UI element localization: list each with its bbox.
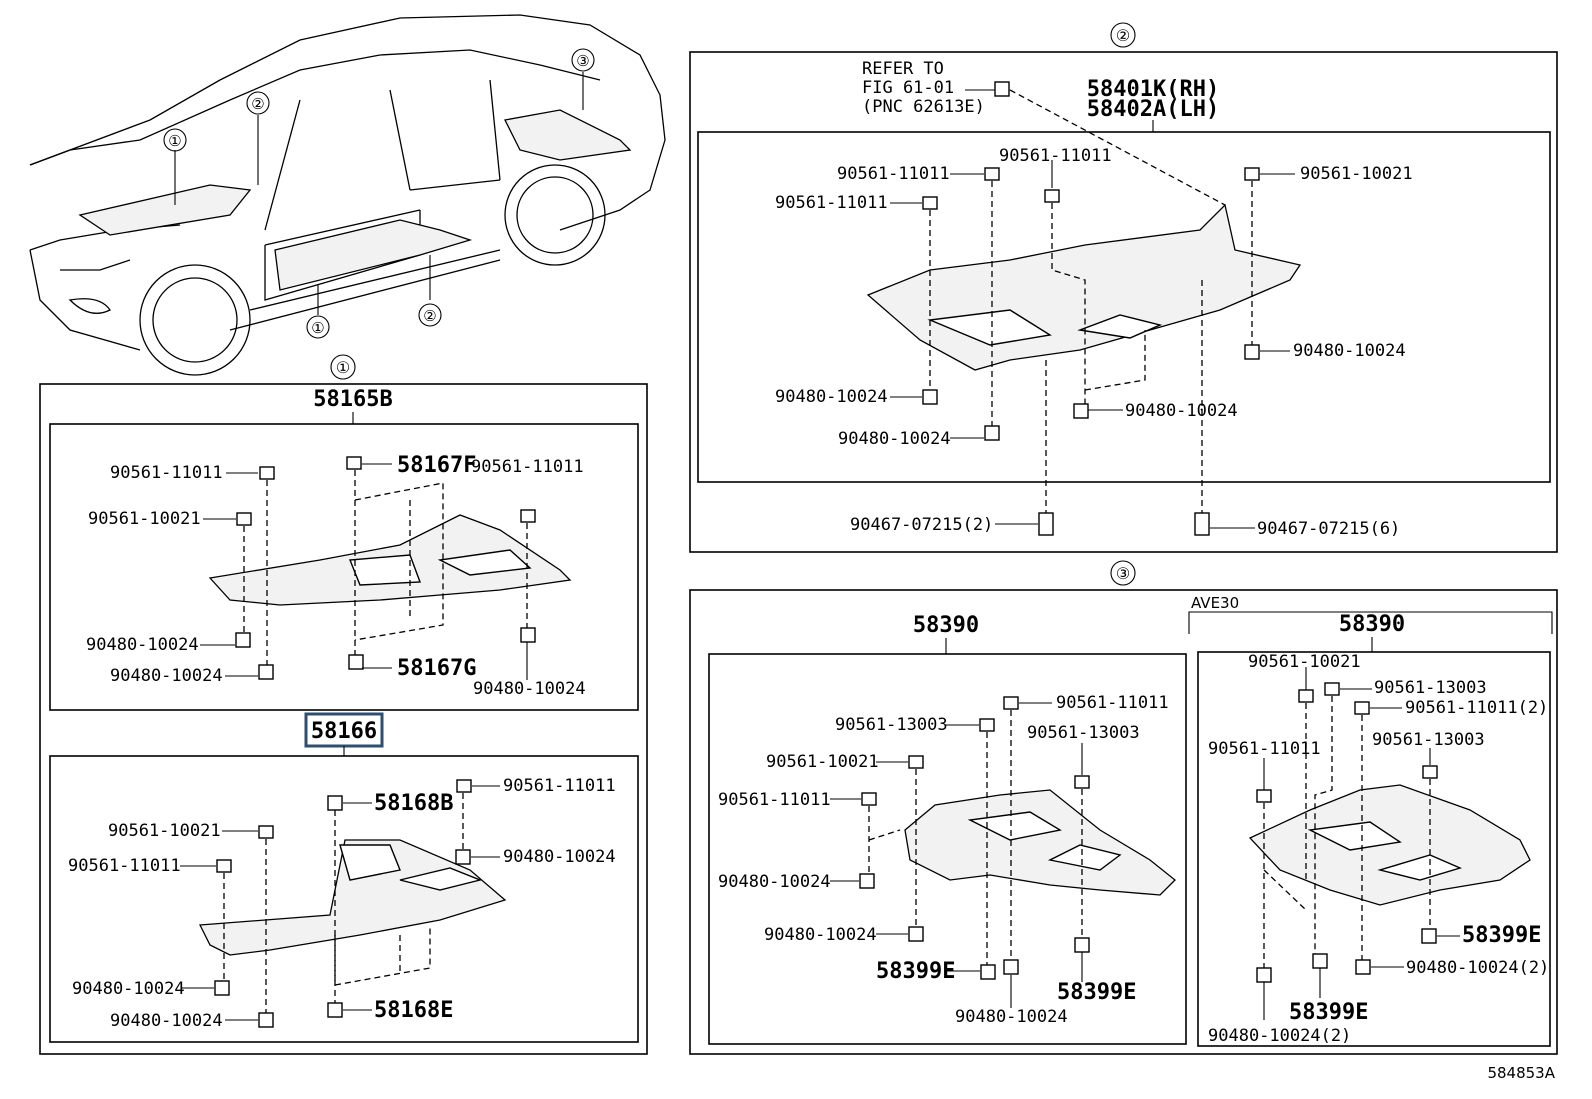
part-number: 90561-11011: [1208, 739, 1321, 759]
part-number: 90561-10021: [108, 821, 221, 841]
variant-label: AVE30: [1191, 594, 1239, 612]
part-number: 90480-10024: [503, 847, 616, 867]
part-number: 90480-10024: [72, 979, 185, 999]
part-number: 90467-07215(2): [850, 515, 993, 535]
section-2-title-rh: 58401K(RH): [1087, 77, 1219, 102]
part-number: 90561-13003: [835, 715, 948, 735]
section-3-right-title: 58390: [1339, 612, 1405, 637]
part-number: 90480-10024: [718, 872, 831, 892]
section-3-callout: ③: [1116, 564, 1130, 583]
part-number: 90480-10024: [110, 1011, 223, 1031]
part-number: 90561-13003: [1027, 723, 1140, 743]
part-number: 90561-11011: [68, 856, 181, 876]
fastener-cluster: [235, 456, 536, 680]
callout-label: ①: [168, 132, 181, 150]
part-number: 90561-10021: [88, 509, 201, 529]
part-number: 90561-11011: [1056, 693, 1169, 713]
part-number: 58168B: [374, 791, 453, 816]
reference-note: REFER TO: [862, 59, 944, 79]
part-number: 90561-13003: [1372, 730, 1485, 750]
fastener-cluster: [1256, 682, 1438, 983]
section-2: ② REFER TO FIG 61-01 (PNC 62613E) 58401K…: [689, 22, 1558, 553]
callout-label: ③: [576, 52, 589, 70]
section-3-right-frame: [1197, 651, 1551, 1047]
section-3-left-title: 58390: [913, 613, 979, 638]
car-overview: [29, 14, 666, 376]
part-number: 90561-10021: [1300, 164, 1413, 184]
part-number: 58167F: [397, 453, 476, 478]
fastener-cluster: [214, 779, 472, 1028]
section-2-frame: [689, 51, 1558, 553]
part-number: 90561-13003: [1374, 678, 1487, 698]
reference-note: FIG 61-01: [862, 78, 954, 98]
part-number: 58167G: [397, 656, 476, 681]
part-number: 90561-11011: [837, 164, 950, 184]
part-number: 90480-10024: [838, 429, 951, 449]
part-number: 58168E: [374, 998, 453, 1023]
part-number: 90480-10024: [775, 387, 888, 407]
part-number: 90561-11011: [999, 146, 1112, 166]
part-number: 58399E: [1462, 923, 1541, 948]
part-number: 58399E: [1289, 1000, 1368, 1025]
part-number: 90561-11011(2): [1405, 698, 1548, 718]
reference-note: (PNC 62613E): [862, 97, 985, 117]
callout-label: ②: [251, 95, 264, 113]
part-number: 90561-11011: [718, 790, 831, 810]
part-number: 90480-10024: [1293, 341, 1406, 361]
part-number: 90480-10024: [764, 925, 877, 945]
part-number: 90480-10024: [1125, 401, 1238, 421]
section-1-title: 58165B: [313, 387, 392, 412]
part-number: 90561-11011: [503, 776, 616, 796]
section-2-inner-frame: [697, 131, 1551, 483]
part-number: 90561-11011: [110, 463, 223, 483]
part-number: 90480-10024: [86, 635, 199, 655]
section-3-left-frame: [708, 653, 1187, 1045]
section-1a-frame: [49, 423, 639, 711]
part-number: 90467-07215(6): [1257, 519, 1400, 539]
callout-label: ②: [423, 307, 436, 325]
part-number: 90561-10021: [1248, 652, 1361, 672]
fastener-cluster: [859, 696, 1090, 980]
section-2-title-lh: 58402A(LH): [1087, 97, 1219, 122]
section-1: ① 58165B 90561-1101: [39, 354, 648, 1055]
section-1b-frame: [49, 755, 639, 1043]
section-1b-title: 58166: [311, 719, 377, 744]
part-number: 90480-10024(2): [1406, 958, 1549, 978]
section-2-callout: ②: [1116, 26, 1130, 45]
part-number: 58399E: [1057, 980, 1136, 1005]
section-3: ③ AVE30 58390: [689, 560, 1558, 1055]
section-1-callout: ①: [336, 358, 350, 377]
part-number: 90561-11011: [775, 193, 888, 213]
car-callouts: ① ② ① ② ③: [163, 48, 595, 339]
section-1-frame: [39, 383, 648, 1055]
part-number: 90480-10024: [955, 1007, 1068, 1027]
part-number: 90480-10024: [110, 666, 223, 686]
part-number: 90561-10021: [766, 752, 879, 772]
part-number: 90480-10024: [473, 679, 586, 699]
part-number: 58399E: [876, 959, 955, 984]
callout-label: ①: [311, 319, 324, 337]
figure-id: 584853A: [1487, 1064, 1555, 1082]
section-3-frame: [689, 589, 1558, 1055]
part-number: 90480-10024(2): [1208, 1026, 1351, 1046]
part-number: 90561-11011: [471, 457, 584, 477]
